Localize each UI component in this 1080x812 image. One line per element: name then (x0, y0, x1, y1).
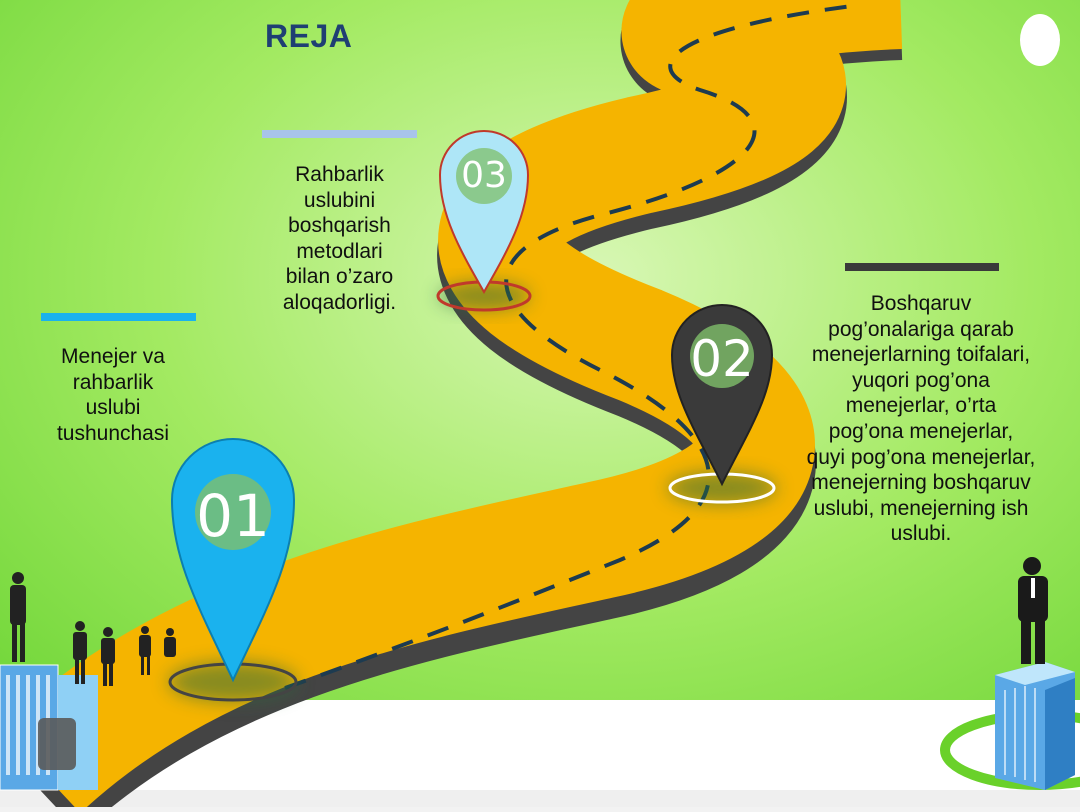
pin-01-group[interactable] (168, 438, 298, 702)
step-03-number: 03 (461, 155, 507, 196)
step-02-number: 02 (690, 330, 754, 388)
step-03-accent-bar (262, 130, 417, 138)
decorative-oval-icon (1020, 14, 1060, 66)
pin-02-group[interactable] (667, 304, 777, 504)
step-01-accent-bar (41, 313, 196, 321)
small-dark-box (38, 718, 76, 770)
step-01-number: 01 (196, 482, 270, 550)
page-title: REJA (265, 18, 353, 54)
step-03-text: Rahbarlik uslubini boshqarish metodlari … (282, 163, 397, 315)
right-building-illustration (995, 662, 1075, 790)
businessman-silhouette-icon (1018, 557, 1048, 664)
step-02-accent-bar (845, 263, 999, 271)
step-01-text: Menejer va rahbarlik uslubi tushunchasi (56, 345, 170, 445)
pin-03-group[interactable] (436, 130, 532, 312)
left-buildings-illustration (0, 664, 98, 791)
people-silhouettes-icon (10, 572, 176, 686)
step-02-text: Boshqaruv pog’onalariga qarab menejerlar… (806, 292, 1036, 546)
bottom-strip (0, 790, 1080, 807)
